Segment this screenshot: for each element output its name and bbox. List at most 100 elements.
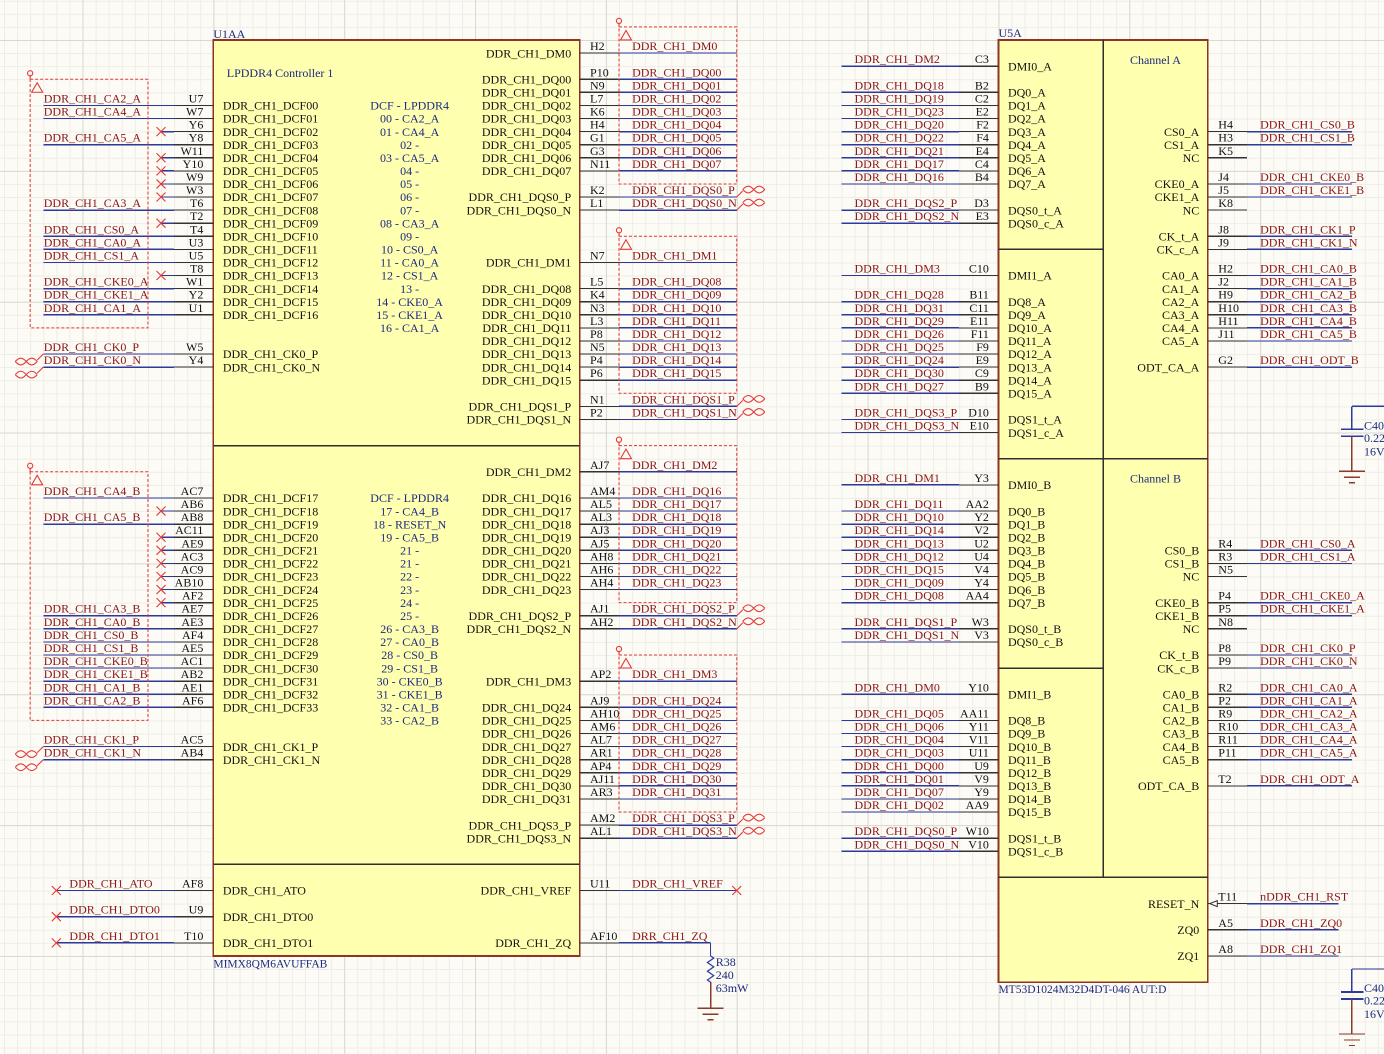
net-label[interactable]: DDR_CH1_DQ03 — [632, 105, 721, 119]
net-ddr-ch1-dq13[interactable]: DDR_CH1_DQ13 — [618, 340, 737, 355]
net-ddr-ch1-dq17[interactable]: DDR_CH1_DQ17 — [841, 157, 960, 172]
net-ddr-ch1-ck0-n[interactable]: DDR_CH1_CK0_N — [1247, 654, 1358, 669]
net-ddr-ch1-cs1-b[interactable]: DDR_CH1_CS1_B — [43, 641, 175, 656]
capacitor-value[interactable]: 0.22 — [1364, 994, 1384, 1008]
parameter-set-blanket[interactable] — [27, 462, 149, 721]
net-ddr-ch1-dqs3-n[interactable]: DDR_CH1_DQS3_N — [841, 419, 960, 434]
net-ddr-ch1-cke0-b[interactable]: DDR_CH1_CKE0_B — [1247, 170, 1364, 185]
net-ddr-ch1-dq06[interactable]: DDR_CH1_DQ06 — [841, 720, 960, 735]
net-label[interactable]: DDR_CH1_DQS2_N — [855, 209, 960, 223]
net-label[interactable]: DDR_CH1_CKE1_A — [44, 288, 149, 302]
no-connect-icon[interactable] — [156, 152, 166, 163]
net-ddr-ch1-cke1-a[interactable]: DDR_CH1_CKE1_A — [43, 288, 175, 303]
diff-pair-directive-icon[interactable] — [14, 366, 44, 379]
net-label[interactable]: DDR_CH1_DQ12 — [855, 549, 944, 563]
net-label[interactable]: DDR_CH1_DQ21 — [632, 549, 721, 563]
net-ddr-ch1-cs0-a[interactable]: DDR_CH1_CS0_A — [1247, 536, 1356, 551]
net-label[interactable]: DDR_CH1_DQ24 — [855, 353, 944, 367]
net-label[interactable]: DDR_CH1_CKE0_A — [1260, 589, 1365, 603]
no-connect-icon[interactable] — [51, 911, 62, 922]
net-ddr-ch1-dq07[interactable]: DDR_CH1_DQ07 — [841, 785, 960, 800]
net-label[interactable]: DDR_CH1_DQ16 — [632, 484, 721, 498]
no-connect-icon[interactable] — [156, 545, 166, 556]
net-label[interactable]: DDR_CH1_DM2 — [855, 52, 940, 66]
net-ddr-ch1-dq07[interactable]: DDR_CH1_DQ07 — [618, 157, 737, 172]
net-label[interactable]: DDR_CH1_DQ30 — [855, 366, 944, 380]
net-label[interactable]: DDR_CH1_DQ02 — [632, 91, 721, 105]
net-ddr-ch1-ca2-a[interactable]: DDR_CH1_CA2_A — [43, 91, 175, 107]
net-ddr-ch1-dq09[interactable]: DDR_CH1_DQ09 — [841, 576, 960, 591]
ground-icon[interactable] — [1338, 1033, 1365, 1047]
net-label[interactable]: DDR_CH1_ATO — [69, 877, 152, 891]
net-label[interactable]: DDR_CH1_CS1_B — [44, 641, 139, 655]
net-label[interactable]: DDR_CH1_DQ28 — [855, 288, 944, 302]
net-label[interactable]: DDR_CH1_DQ08 — [632, 275, 721, 289]
net-label[interactable]: DDR_CH1_CA2_A — [1260, 706, 1358, 720]
blanket-outline[interactable] — [618, 445, 738, 604]
net-ddr-ch1-dq30[interactable]: DDR_CH1_DQ30 — [618, 772, 737, 787]
net-label[interactable]: DDR_CH1_DQ22 — [632, 562, 721, 576]
net-ddr-ch1-ca3-a[interactable]: DDR_CH1_CA3_A — [43, 196, 175, 211]
net-ddr-ch1-dq10[interactable]: DDR_CH1_DQ10 — [841, 510, 960, 525]
net-label[interactable]: DDR_CH1_DQ02 — [855, 798, 944, 812]
net-label[interactable]: DDR_CH1_DQS0_P — [855, 824, 958, 838]
net-ddr-ch1-cs0-b[interactable]: DDR_CH1_CS0_B — [43, 628, 175, 643]
net-label[interactable]: DDR_CH1_CA4_A — [44, 105, 142, 119]
net-label[interactable]: DDR_CH1_ZQ1 — [1260, 942, 1342, 956]
net-label[interactable]: DDR_CH1_DQ04 — [855, 733, 944, 747]
net-ddr-ch1-dm1[interactable]: DDR_CH1_DM1 — [618, 248, 737, 264]
net-label[interactable]: DDR_CH1_DQ11 — [855, 497, 944, 511]
capacitor-value[interactable]: 0.22 — [1364, 431, 1384, 445]
net-ddr-ch1-dq10[interactable]: DDR_CH1_DQ10 — [618, 301, 737, 316]
net-ddr-ch1-cs1-a[interactable]: DDR_CH1_CS1_A — [1247, 549, 1356, 565]
no-connect-icon[interactable] — [156, 506, 166, 516]
net-label[interactable]: DDR_CH1_DTO1 — [69, 929, 159, 943]
no-connect-icon[interactable] — [156, 597, 166, 608]
net-label[interactable]: DDR_CH1_CK1_P — [44, 733, 140, 747]
net-label[interactable]: DDR_CH1_DQ27 — [632, 733, 721, 747]
net-label[interactable]: DDR_CH1_DQ31 — [632, 785, 721, 799]
net-ddr-ch1-dqs1-n[interactable]: DDR_CH1_DQS1_N — [618, 405, 766, 421]
net-label[interactable]: DDR_CH1_CS0_A — [44, 222, 140, 236]
net-label[interactable]: DRR_CH1_ZQ — [632, 929, 708, 943]
net-ddr-ch1-dqs3-n[interactable]: DDR_CH1_DQS3_N — [618, 824, 766, 839]
diff-pair-directive-icon[interactable] — [736, 198, 766, 211]
net-label[interactable]: DDR_CH1_CK0_N — [1260, 654, 1358, 668]
net-label[interactable]: DDR_CH1_CK0_N — [44, 353, 142, 367]
net-label[interactable]: DDR_CH1_DQ31 — [855, 301, 944, 315]
net-ddr-ch1-dq18[interactable]: DDR_CH1_DQ18 — [618, 510, 737, 525]
net-label[interactable]: DDR_CH1_DM3 — [855, 262, 940, 276]
